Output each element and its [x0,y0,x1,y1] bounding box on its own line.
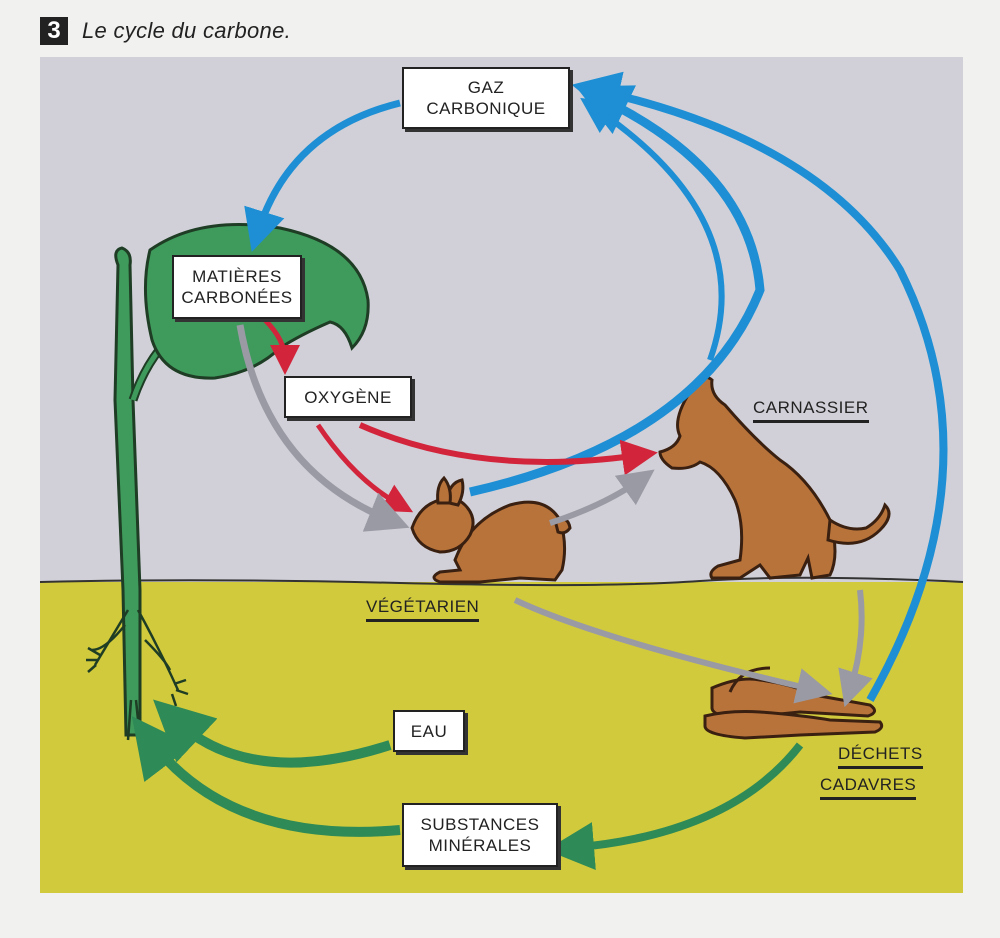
arrow-rabbit-to-debris [513,597,833,704]
arrow-debris-to-minerals [546,742,804,870]
dog [658,375,891,580]
figure-caption: Le cycle du carbone. [82,18,292,43]
arrow-dog-to-debris [838,589,873,708]
co2-arrows [244,71,948,702]
label-vegetarien: VÉGÉTARIEN [366,597,480,622]
arrow-debris-to-co2 [571,71,948,702]
mineral-arrows [131,699,804,870]
arrow-oxygen-to-dog [358,422,658,476]
arrow-minerals-to-roots [131,716,401,837]
rabbit [410,475,572,584]
box-substances-minerales: SUBSTANCES MINÉRALES [402,803,558,867]
debris [703,666,884,740]
label-cadavres: CADAVRES [820,775,917,800]
box-eau: EAU [393,710,465,752]
arrow-rabbit-to-dog [549,469,655,526]
arrow-leaf-to-rabbit [236,324,410,532]
label-dechets: DÉCHETS [838,744,923,769]
figure-header: 3 Le cycle du carbone. [40,14,291,48]
arrow-water-to-roots [153,699,392,768]
ground-line [39,576,964,587]
label-carnassier: CARNASSIER [753,398,869,423]
plant-stem [113,246,142,737]
arrow-leaf-to-oxygen [263,318,300,375]
box-oxygene: OXYGÈNE [284,376,412,418]
matter-arrows [236,324,873,708]
arrow-rabbit-to-co2 [469,85,765,497]
arrow-dog-to-co2 [580,97,725,362]
box-matieres-carbonees: MATIÈRES CARBONÉES [172,255,302,319]
arrow-co2-to-leaf [244,99,401,253]
figure-number: 3 [40,17,68,45]
box-gaz-carbonique: GAZ CARBONIQUE [402,67,570,129]
